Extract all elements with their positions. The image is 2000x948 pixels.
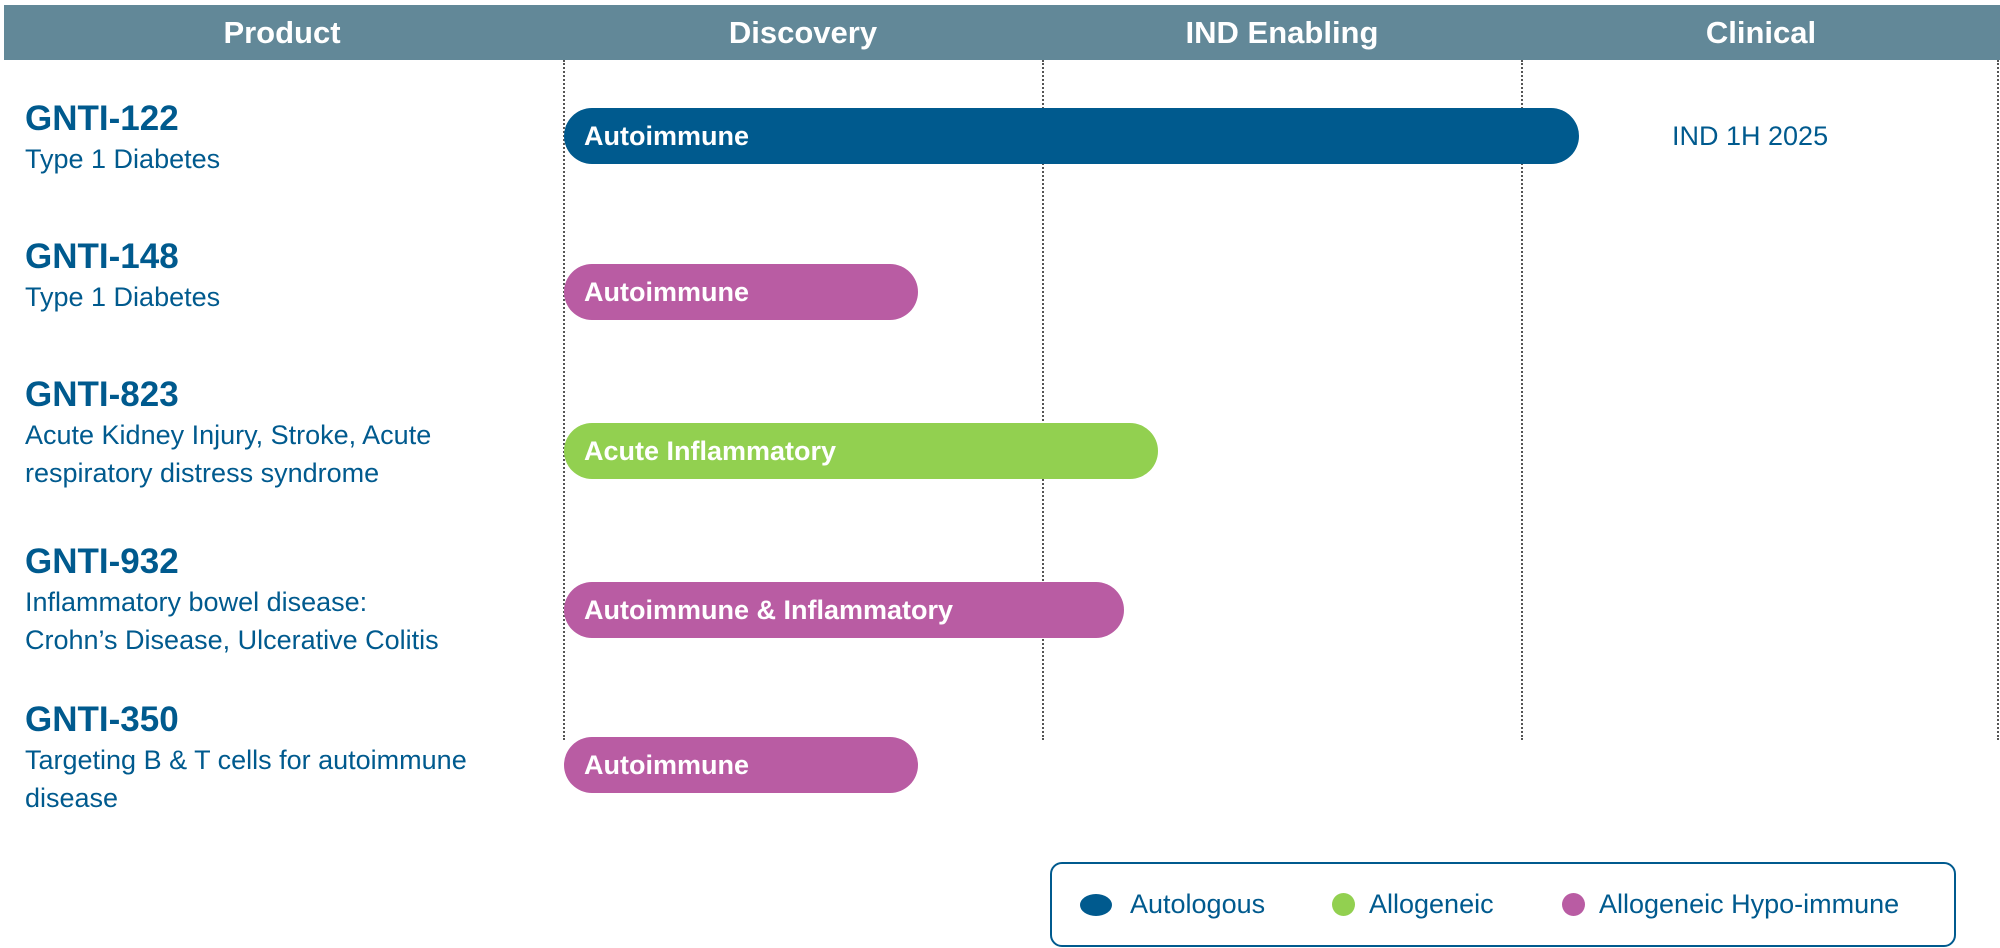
product-name: GNTI-148	[25, 237, 179, 276]
legend-label: Allogeneic Hypo-immune	[1599, 889, 1900, 919]
header-clinical: Clinical	[1705, 15, 1817, 50]
product-indication-line: Targeting B & T cells for autoimmune	[25, 745, 467, 775]
legend-label: Allogeneic	[1369, 889, 1494, 919]
product-indication-line: Crohn’s Disease, Ulcerative Colitis	[25, 625, 439, 655]
legend-swatch-allogeneic	[1332, 893, 1355, 916]
progress-bar-gnti-932: Autoimmune & Inflammatory	[564, 582, 1124, 638]
product-gnti-932: GNTI-932 Inflammatory bowel disease: Cro…	[25, 541, 565, 659]
header-ind-enabling: IND Enabling	[1185, 15, 1379, 50]
product-name: GNTI-823	[25, 375, 179, 414]
progress-bar-gnti-350: Autoimmune	[564, 737, 918, 793]
product-name: GNTI-350	[25, 700, 179, 739]
progress-bar-gnti-122: Autoimmune	[564, 108, 1579, 164]
product-gnti-350: GNTI-350 Targeting B & T cells for autoi…	[25, 699, 565, 817]
product-indication: Type 1 Diabetes	[25, 282, 221, 312]
stage-divider-ind	[1042, 60, 1044, 740]
product-gnti-148: GNTI-148 Type 1 Diabetes	[25, 236, 565, 316]
legend-label: Autologous	[1130, 889, 1266, 919]
header-product: Product	[223, 15, 341, 50]
legend-item-allogeneic: Allogeneic	[1332, 864, 1494, 945]
legend-item-allogeneic-hypo-immune: Allogeneic Hypo-immune	[1562, 864, 1899, 945]
product-indication: Type 1 Diabetes	[25, 144, 221, 174]
product-indication-line: disease	[25, 783, 119, 813]
stage-divider-clinical	[1521, 60, 1523, 740]
product-gnti-823: GNTI-823 Acute Kidney Injury, Stroke, Ac…	[25, 374, 565, 492]
milestone-note-gnti-122: IND 1H 2025	[1672, 121, 1829, 151]
progress-bar-gnti-823: Acute Inflammatory	[564, 423, 1158, 479]
stage-divider-end	[1997, 60, 1999, 740]
product-indication-line: Inflammatory bowel disease:	[25, 587, 368, 617]
product-indication-line: Acute Kidney Injury, Stroke, Acute	[25, 420, 432, 450]
product-name: GNTI-932	[25, 542, 179, 581]
stage-divider-discovery	[563, 60, 565, 740]
header-bar	[4, 5, 2000, 60]
legend: Autologous Allogeneic Allogeneic Hypo-im…	[1050, 862, 1956, 947]
product-gnti-122: GNTI-122 Type 1 Diabetes	[25, 98, 565, 178]
product-indication-line: respiratory distress syndrome	[25, 458, 380, 488]
progress-bar-gnti-148: Autoimmune	[564, 264, 918, 320]
header-discovery: Discovery	[728, 15, 878, 50]
legend-item-autologous: Autologous	[1080, 864, 1265, 945]
legend-swatch-autologous	[1080, 893, 1112, 916]
product-name: GNTI-122	[25, 99, 179, 138]
legend-swatch-hypo-immune	[1562, 893, 1585, 916]
